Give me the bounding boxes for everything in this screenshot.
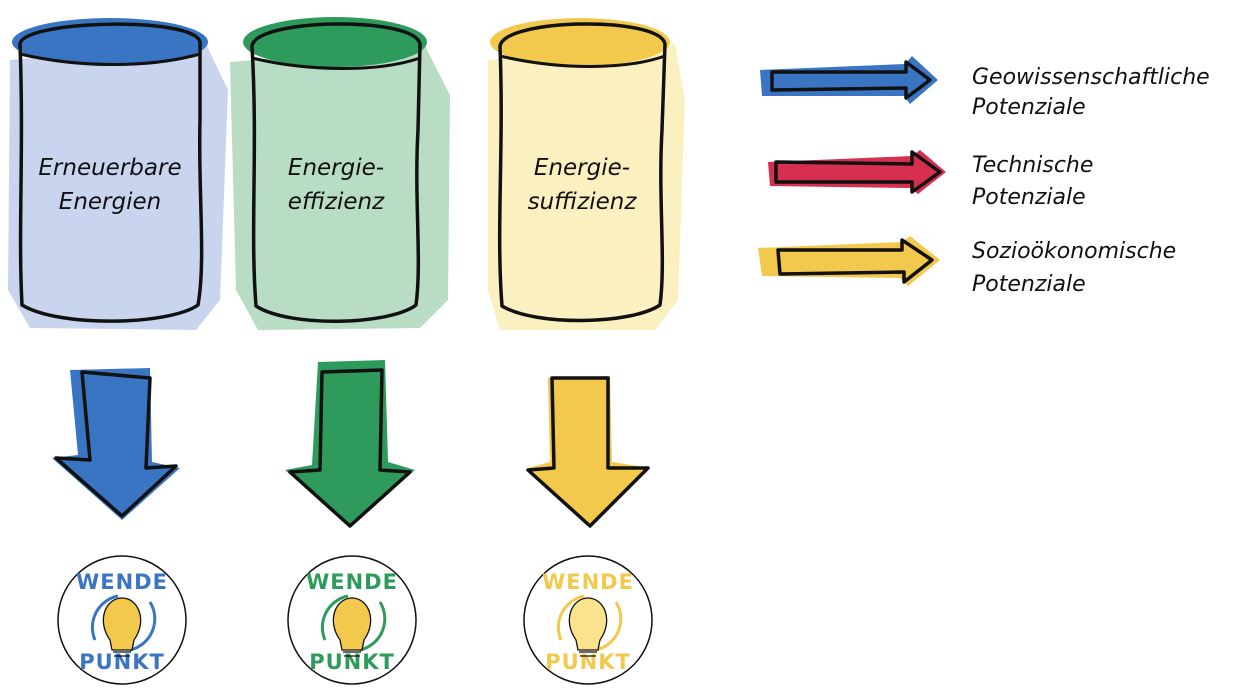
logo-bottom-word: PUNKT (545, 650, 631, 674)
down-arrow-fill (285, 360, 415, 528)
down-arrow-outline (526, 376, 650, 528)
pillar-rim-line (499, 54, 666, 68)
legend-label-line1: Geowissenschaftliche (972, 65, 1210, 90)
pillar-rim-line (251, 56, 421, 70)
logo-cycle-arrows (556, 594, 623, 652)
down-arrow-green (285, 360, 415, 528)
pillar-erneuerbare-energien: Erneuerbare Energien (8, 18, 228, 330)
pillar-watercolor-wash (8, 42, 228, 330)
pillar-outline (497, 22, 667, 323)
pillar-label-line2: effizienz (288, 189, 385, 215)
down-arrow-outline (288, 368, 412, 528)
legend-item-geowissenschaftlich: Geowissenschaftliche Potenziale (760, 56, 1210, 120)
pillar-watercolor-wash (488, 44, 685, 330)
lightbulb-icon (568, 597, 608, 657)
legend-arrow-outline (776, 238, 934, 284)
lightbulb-icon (102, 597, 142, 657)
legend-item-technisch: Technische Potenziale (768, 150, 1093, 210)
wendepunkt-logo-yellow: WENDE PUNKT (523, 555, 653, 685)
wendepunkt-logo-blue: WENDE PUNKT (57, 555, 187, 685)
down-arrow-outline (54, 370, 178, 518)
down-arrow-fill (528, 376, 650, 528)
pillar-rim-line (19, 52, 201, 66)
logo-cycle-arrows (320, 594, 387, 652)
pillar-watercolor-wash (230, 46, 450, 330)
logo-cycle-arrows (90, 594, 157, 652)
legend-label-line1: Sozioökonomische (972, 239, 1176, 264)
legend-label-line2: Potenziale (972, 185, 1086, 210)
legend-label-line2: Potenziale (972, 272, 1086, 297)
logo-top-word: WENDE (306, 570, 398, 594)
legend-item-soziooekonomisch: Sozioökonomische Potenziale (758, 236, 1176, 297)
pillar-outline (18, 22, 204, 323)
legend-arrow-fill (758, 236, 940, 286)
logo-bottom-word: PUNKT (79, 650, 165, 674)
down-arrow-blue (52, 368, 180, 520)
logo-top-word: WENDE (542, 570, 634, 594)
pillar-label-line1: Erneuerbare (38, 155, 181, 181)
pillar-energiesuffizienz: Energie- suffizienz (488, 18, 685, 330)
down-arrow-fill (52, 368, 180, 520)
legend-label-line1: Technische (972, 153, 1093, 178)
logo-top-word: WENDE (76, 570, 168, 594)
legend-arrow-outline (774, 150, 942, 194)
wendepunkt-logo-green: WENDE PUNKT (287, 555, 417, 685)
pillar-label-line1: Energie- (288, 155, 384, 181)
pillar-label-line1: Energie- (534, 155, 630, 181)
pillar-label-line2: Energien (59, 189, 161, 215)
logo-bottom-word: PUNKT (309, 650, 395, 674)
legend: Geowissenschaftliche Potenziale Technisc… (758, 56, 1210, 297)
pillar-outline (250, 22, 422, 323)
legend-label-line2: Potenziale (972, 95, 1086, 120)
legend-arrow-fill (760, 56, 938, 104)
pillar-top-fill (12, 18, 208, 66)
pillar-energieeffizienz: Energie- effizienz (230, 17, 450, 330)
pillar-label-line2: suffizienz (528, 189, 638, 215)
legend-arrow-outline (770, 60, 932, 100)
lightbulb-icon (332, 597, 372, 657)
down-arrow-yellow (526, 376, 650, 528)
